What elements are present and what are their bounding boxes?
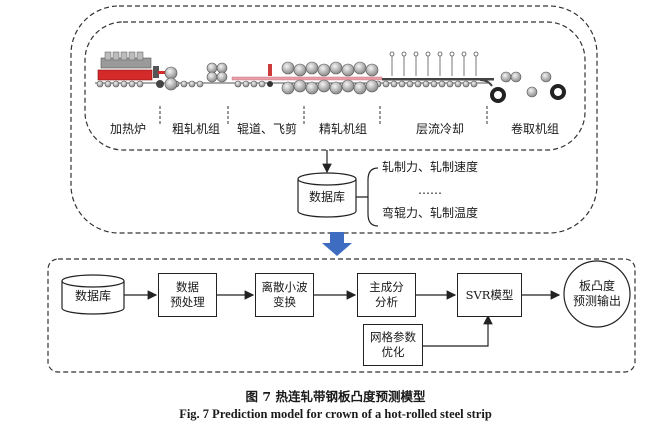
parameter-brace xyxy=(356,167,379,227)
label-roughing: 粗轧机组 xyxy=(171,122,220,136)
svr-box: SVR模型 xyxy=(457,273,522,317)
caption-chinese: 图 7 热连轧带钢板凸度预测模型 xyxy=(245,389,426,404)
cooled-strip xyxy=(382,78,494,81)
outer-dashed-frame xyxy=(70,5,598,234)
output-line-1: 板凸度 xyxy=(578,279,615,293)
wavelet-line-1: 离散小波 xyxy=(261,280,308,294)
database-cylinder-top xyxy=(297,172,357,218)
output-label: 板凸度 预测输出 xyxy=(567,279,627,309)
flying-shear-icon xyxy=(267,64,273,87)
furnace-icon xyxy=(97,51,167,81)
database-cylinder-bottom xyxy=(61,274,125,315)
wavelet-box: 离散小波变换 xyxy=(255,273,314,317)
coiler-icon xyxy=(490,71,566,103)
database-top-label: 数据库 xyxy=(308,190,345,204)
output-circle xyxy=(563,260,631,328)
hot-strip xyxy=(231,76,383,81)
caption-english: Fig. 7 Prediction model for crown of a h… xyxy=(179,407,492,421)
flow-arrows xyxy=(124,290,561,347)
param-line-2: …… xyxy=(418,183,442,197)
finishing-mill-icon xyxy=(281,61,379,95)
grid-line-2: 优化 xyxy=(381,345,405,359)
param-line-3: 弯辊力、轧制温度 xyxy=(382,206,479,220)
grid-box: 网格参数优化 xyxy=(363,324,423,366)
label-finishing: 精轧机组 xyxy=(318,122,367,136)
output-line-2: 预测输出 xyxy=(572,294,621,308)
big-blue-arrow xyxy=(322,232,352,256)
model-flow-frame xyxy=(47,258,636,373)
pca-line-2: 分析 xyxy=(375,295,398,309)
pca-line-1: 主成分 xyxy=(369,280,404,294)
label-furnace: 加热炉 xyxy=(109,122,146,136)
preprocess-line-2: 预处理 xyxy=(170,295,205,309)
grid-line-1: 网格参数 xyxy=(370,330,416,344)
preprocess-box: 数据预处理 xyxy=(158,273,217,317)
preprocess-line-1: 数据 xyxy=(176,280,199,294)
svr-label: SVR模型 xyxy=(465,287,514,302)
label-cooling: 层流冷却 xyxy=(415,122,464,136)
param-line-1: 轧制力、轧制速度 xyxy=(382,160,479,174)
label-coiler: 卷取机组 xyxy=(510,122,559,136)
stage-separators xyxy=(159,106,488,126)
process-line-frame xyxy=(84,21,586,151)
wavelet-line-2: 变换 xyxy=(273,295,296,309)
label-table-shear: 辊道、飞剪 xyxy=(236,122,297,136)
database-bottom-label: 数据库 xyxy=(74,289,111,303)
roughing-mill-icon xyxy=(156,62,228,91)
rolling-line-illustration xyxy=(95,51,566,103)
laminar-cooling-icon xyxy=(389,51,493,87)
pca-box: 主成分分析 xyxy=(357,273,416,317)
